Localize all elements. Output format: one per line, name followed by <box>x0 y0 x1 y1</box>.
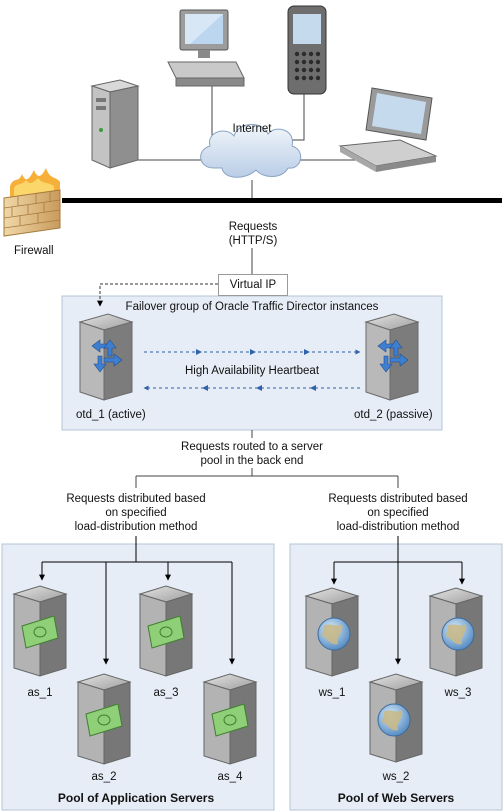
virtual-ip-label: Virtual IP <box>229 279 277 291</box>
as-3-server-icon <box>138 585 194 677</box>
firewall-label: Firewall <box>14 245 54 257</box>
failover-group-label: Failover group of Oracle Traffic Directo… <box>126 301 379 313</box>
internet-label: Internet <box>233 123 273 135</box>
requests-label: Requests <box>229 221 278 233</box>
as-1-server-icon <box>12 585 68 677</box>
web-dist-label-line3: load-distribution method <box>337 521 460 533</box>
internet-cloud-icon <box>200 124 302 178</box>
ws-3-label: ws_3 <box>444 687 472 699</box>
as-2-label: as_2 <box>92 771 117 783</box>
smartphone-icon <box>287 5 327 95</box>
ws-1-server-icon <box>304 587 360 677</box>
app-dist-label-line1: Requests distributed based <box>66 493 205 505</box>
laptop-icon <box>338 87 438 172</box>
network-backbone <box>62 198 502 203</box>
otd-1-server-icon <box>78 313 134 401</box>
ws-2-server-icon <box>368 673 424 763</box>
protocol-label: (HTTP/S) <box>229 235 278 247</box>
app-dist-label-line3: load-distribution method <box>75 521 198 533</box>
routed-label-line2: pool in the back end <box>201 455 304 467</box>
as-3-label: as_3 <box>154 687 179 699</box>
ws-1-label: ws_1 <box>318 687 346 699</box>
as-1-label: as_1 <box>28 687 53 699</box>
otd-2-server-icon <box>364 313 420 401</box>
otd-1-label: otd_1 (active) <box>76 409 146 421</box>
routed-label-line1: Requests routed to a server <box>181 441 323 453</box>
virtual-ip-box: Virtual IP <box>218 274 288 296</box>
desktop-computer-icon <box>167 9 245 87</box>
server-tower-icon <box>90 79 140 169</box>
app-dist-label-line2: on specified <box>105 507 166 519</box>
web-dist-label-line2: on specified <box>367 507 428 519</box>
otd-2-label: otd_2 (passive) <box>354 409 433 421</box>
as-4-label: as_4 <box>218 771 244 783</box>
ws-3-server-icon <box>428 587 484 677</box>
as-4-server-icon <box>202 673 258 765</box>
firewall-icon <box>3 168 61 237</box>
web-pool-title: Pool of Web Servers <box>338 791 455 805</box>
heartbeat-label: High Availability Heartbeat <box>185 365 320 377</box>
as-2-server-icon <box>76 673 132 765</box>
app-pool-title: Pool of Application Servers <box>58 791 215 805</box>
web-dist-label-line1: Requests distributed based <box>328 493 467 505</box>
ws-2-label: ws_2 <box>382 771 410 783</box>
